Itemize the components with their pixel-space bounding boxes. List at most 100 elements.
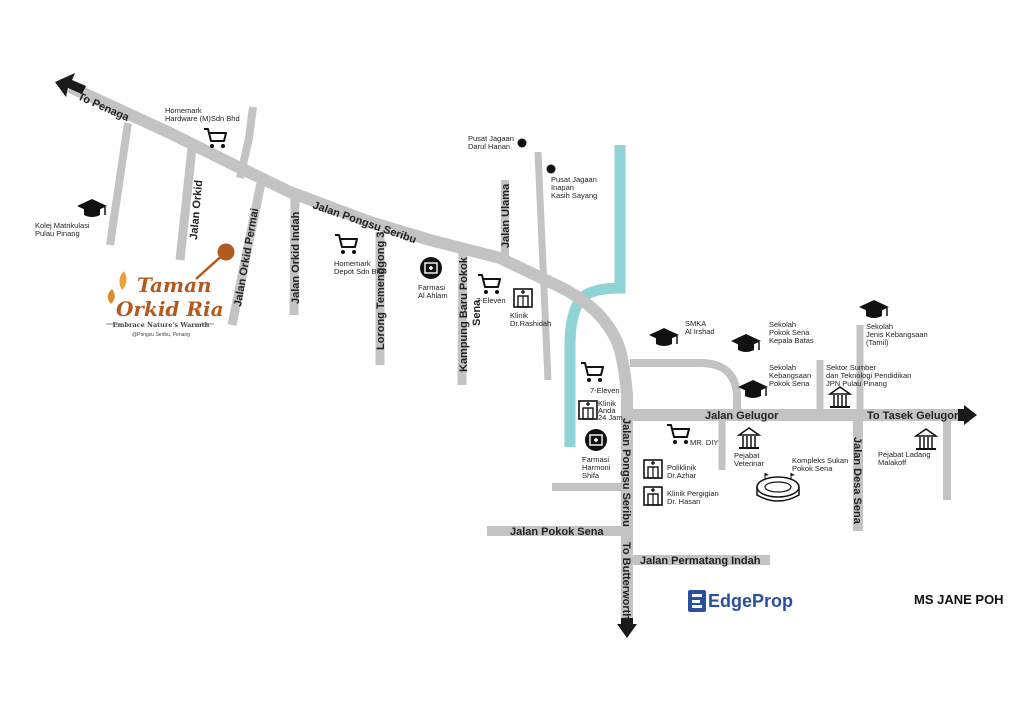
poi-label: Homemark [165,106,202,115]
label-jalan-orkid-permai: Jalan Orkid Permai [232,207,261,307]
shopping-cart-icon [334,234,358,255]
poi-label: Poliklinik [667,463,696,472]
arrow-to-butterworth [617,618,637,638]
poi-label: Harmoni [582,463,611,472]
project-logo: Taman Orkid Ria Embrace Nature's Warmth … [106,271,224,338]
government-building-icon [829,386,851,408]
edgeprop-text-prop: Prop [752,590,794,611]
poi-label: (Tamil) [866,338,889,347]
poi-label: Al Ahlam [418,291,448,300]
edgeprop-text-edge: Edge [708,590,753,611]
poi-label: Kasih Sayang [551,191,597,200]
project-marker [195,243,235,280]
poi-label: Al Irshad [685,327,715,336]
poi-label: Dr.Azhar [667,471,697,480]
clinic-icon [513,288,533,308]
poi-farmasi-harmoni: Farmasi Harmoni Shifa [582,428,611,480]
clinic-icon [643,486,663,506]
poi-sjk-tamil: Sekolah Jenis Kebangsaan (Tamil) [858,299,928,347]
label-jalan-pokok-sena: Jalan Pokok Sena [510,526,604,538]
pharmacy-icon [584,428,608,452]
poi-klinik-hasan: Klinik Pergigian Dr. Hasan [643,486,719,506]
poi-label: Veterinar [734,459,765,468]
poi-label: MR. DIY [690,438,718,447]
poi-label: Malakoff [878,458,907,467]
poi-label: Sektor Sumber [826,363,877,372]
graduation-cap-icon [648,327,680,347]
label-jalan-gelugor: Jalan Gelugor [705,410,779,422]
road-orkid-indah [289,197,300,316]
clinic-icon [643,459,663,479]
label-to-butterworth: To Butterworth [620,542,632,620]
poi-label: Pokok Sena [792,464,833,473]
label-kampung-baru-2: Sena [471,299,483,326]
poi-label: Pusat Jagaan [468,134,514,143]
project-tagline: Embrace Nature's Warmth [113,321,210,329]
poi-label: Kepala Batas [769,336,814,345]
pharmacy-icon [419,256,443,280]
road-labels: To Penaga Jalan Pongsu Seribu Jalan Gelu… [76,91,959,621]
poi-mr-diy: MR. DIY [666,424,718,447]
poi-label: Kolej Matrikulasi [35,221,90,230]
road-orkid [175,147,197,261]
poi-label: Pulau Pinang [35,229,80,238]
poi-label: Farmasi [418,283,445,292]
label-jalan-orkid: Jalan Orkid [188,180,205,241]
poi-label: Pejabat [734,451,760,460]
poi-label: Pejabat Ladang [878,450,931,459]
poi-pejabat-veterinar: Pejabat Veterinar [734,427,765,468]
graduation-cap-icon [76,198,108,218]
poi-farmasi-al-ahlam: Farmasi Al Ahlam [418,256,448,300]
label-lorong-temenggong: Lorong Temenggong 3 [375,232,387,350]
poi-label: Jenis Kebangsaan [866,330,928,339]
road-darul-hanan [534,151,552,381]
poi-label: Klinik [510,311,528,320]
poi-sekolah-kepala-batas: Sekolah Pokok Sena Kepala Batas [730,320,814,353]
label-jalan-pongsu-seribu-south: Jalan Pongsu Seribu [620,418,632,527]
poi-label: Klinik Pergigian [667,489,719,498]
label-to-tasek-gelugor: To Tasek Gelugor [867,410,959,422]
poi-label: Depot Sdn Bhd [334,267,385,276]
clinic-icon [578,400,598,420]
project-location: @Pongsu Seribu, Penang [132,332,190,338]
arrows [55,73,977,638]
label-jalan-desa-sena: Jalan Desa Sena [851,437,863,525]
poi-label: Hardware (M)Sdn Bhd [165,114,240,123]
poi-homemark-hardware: Homemark Hardware (M)Sdn Bhd [165,106,240,149]
poi-label: dan Teknologi Pendidikan [826,371,911,380]
poi-klinik-anda: Klinik Anda 24 Jam [578,399,623,422]
poi-label: Sekolah [866,322,893,331]
poi-label: Dr.Rashidah [510,319,551,328]
project-name-line1: Taman [137,273,212,297]
poi-label: Shifa [582,471,600,480]
road-orkid-permai [227,177,267,326]
poi-label: Farmasi [582,455,609,464]
label-kampung-baru-1: Kampung Baru Pokok [458,256,470,372]
shopping-cart-icon [477,274,501,295]
poi-sektor-sumber: Sektor Sumber dan Teknologi Pendidikan J… [826,363,911,408]
poi-label: Klinik [598,399,616,408]
label-jalan-ulama: Jalan Ulama [500,183,512,248]
label-jalan-permatang-indah: Jalan Permatang Indah [640,555,761,567]
poi-label: 7-Eleven [476,296,506,305]
poi-kolej-matrikulasi: Kolej Matrikulasi Pulau Pinang [35,198,108,238]
location-pin-icon [217,243,235,261]
shopping-cart-icon [580,362,604,383]
road-hardware [236,106,257,179]
roads [67,81,962,628]
poi-label: Darul Hanan [468,142,510,151]
road-sk-loop [630,359,741,415]
poi-kompleks-sukan: Kompleks Sukan Pokok Sena [756,456,848,502]
poi-pejabat-ladang-malakoff: Pejabat Ladang Malakoff [878,428,937,467]
poi-smka-al-irshad: SMKA Al Irshad [648,319,715,347]
poi-label: Pusat Jagaan [551,175,597,184]
orchid-leaf-icon [119,271,127,290]
poi-label: Pokok Sena [769,379,810,388]
shopping-cart-icon [666,424,690,445]
road-kampung-baru [457,245,468,386]
graduation-cap-icon [858,299,890,319]
poi-label: 24 Jam [598,413,623,422]
poi-label: SMKA [685,319,706,328]
road-kolej [106,122,132,246]
